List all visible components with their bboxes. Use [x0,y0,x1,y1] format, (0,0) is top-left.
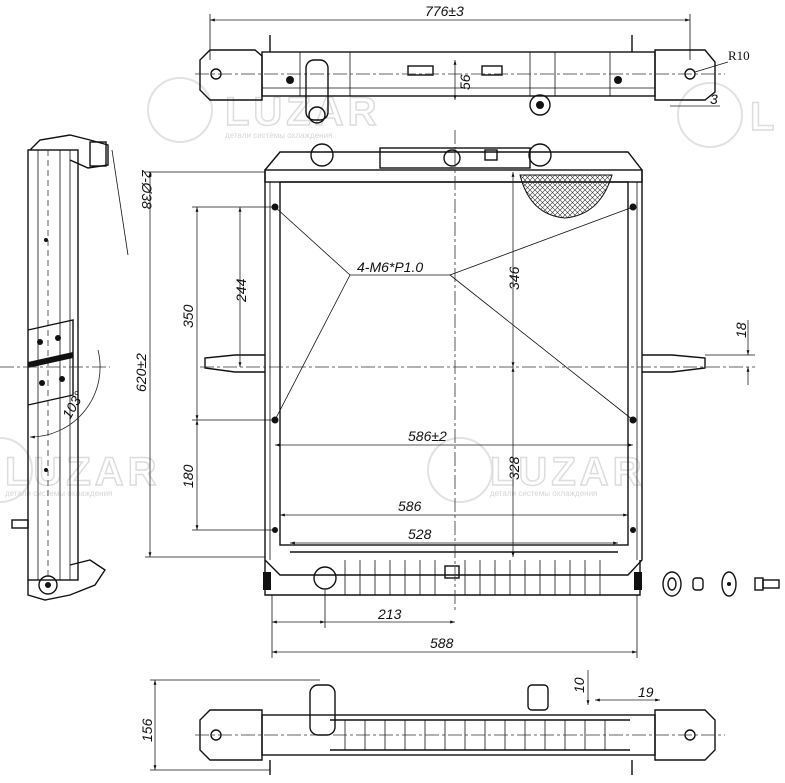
svg-text:L: L [750,95,778,139]
dim-fins-width: 528 [408,526,432,542]
dim-width-tanks: 586±2 [408,428,447,444]
dim-top-height: 56 [457,74,473,90]
top-view: 776±3 56 R10 3 [195,3,750,124]
dim-pipe-offset: 19 [638,684,654,700]
dim-width-overall: 588 [430,635,454,651]
svg-text:детали системы охлаждения: детали системы охлаждения [5,489,112,498]
watermark: LUZAR детали системы охлаждения LUZAR де… [0,77,778,503]
dim-radius: R10 [728,48,750,63]
dim-lower-center: 328 [506,456,522,480]
dim-angle: 103° [59,388,88,421]
dim-core-width: 586 [398,498,422,514]
dim-bolt-to-bracket: 244 [233,278,249,303]
dim-bracket-height: 18 [733,322,749,338]
dim-outlet-offset: 213 [377,606,402,622]
label-thread: 4-M6*P1.0 [357,259,423,275]
dim-offset-3: 3 [710,91,718,107]
dim-upper-center: 346 [506,266,522,290]
bottom-view: 156 10 19 [139,670,725,775]
mounting-hardware [662,571,780,597]
dim-pipes: 2-Ø38 [139,169,155,209]
dim-height-overall: 620±2 [133,353,149,392]
dim-offset-10: 10 [571,677,587,693]
front-view: 4-M6*P1.0 620±2 350 180 244 346 328 18 5… [133,130,755,658]
bottom-tank-ribs [344,560,601,595]
dim-depth: 156 [139,718,155,742]
dim-bolt-upper: 350 [180,304,196,328]
svg-text:LUZAR: LUZAR [5,450,161,494]
svg-text:LUZAR: LUZAR [225,90,381,134]
svg-text:LUZAR: LUZAR [490,450,646,494]
dim-top-width: 776±3 [425,3,464,19]
svg-text:детали системы охлаждения: детали системы охлаждения [225,131,332,140]
side-view: 103° 2-Ø38 [0,134,155,601]
dim-bolt-lower: 180 [180,464,196,488]
svg-text:детали системы охлаждения: детали системы охлаждения [490,489,597,498]
